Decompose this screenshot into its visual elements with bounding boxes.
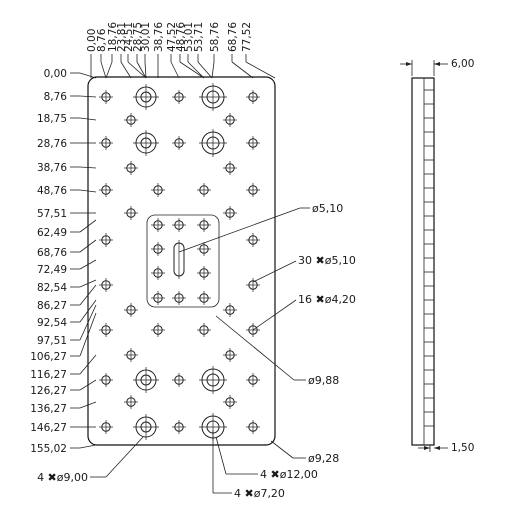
- left-dim-label: 68,76: [37, 247, 67, 259]
- left-dim-label: 92,54: [37, 317, 67, 329]
- top-dim-leader: [100, 61, 107, 79]
- top-dim-label: 53,71: [193, 22, 205, 52]
- callout-16-holes-label: 16 ✖ø4,20: [298, 293, 356, 306]
- top-dim-label: 68,76: [227, 22, 239, 52]
- side-view: 6,00 1,50: [400, 58, 474, 454]
- top-dim-label: 0,00: [86, 29, 98, 52]
- left-dim-label: 155,02: [30, 443, 67, 455]
- hole-pattern: [99, 83, 260, 441]
- top-dim-label: 24,51: [123, 22, 135, 52]
- callout-slot-label: ø5,10: [312, 202, 343, 215]
- side-profile: [411, 77, 435, 446]
- callout-slot: ø5,10: [178, 202, 343, 253]
- left-dim-label: 0,00: [44, 68, 67, 80]
- left-dim-leader: [79, 239, 97, 253]
- left-dim-label: 8,76: [44, 91, 68, 103]
- top-dim-leader: [187, 61, 205, 79]
- top-dim-leader: [170, 61, 180, 79]
- left-dim-label: 116,27: [30, 369, 67, 381]
- top-dim-leader: [245, 61, 276, 79]
- plate-front-view: [87, 76, 276, 446]
- left-dim-label: 82,54: [37, 282, 67, 294]
- top-dim-label: 48,76: [175, 22, 187, 52]
- left-dim-leader: [79, 284, 97, 306]
- left-dim-label: 38,76: [37, 162, 67, 174]
- left-dim-label: 28,76: [37, 138, 67, 150]
- top-dim-label: 8,76: [96, 28, 108, 52]
- callout-16-holes: 16 ✖ø4,20: [252, 293, 356, 331]
- left-dim-leader: [79, 189, 97, 193]
- left-dim-leader: [79, 379, 97, 391]
- left-dim-leader: [79, 354, 97, 375]
- top-dim-leader: [179, 61, 205, 79]
- top-dim-leader: [136, 61, 147, 79]
- left-dim-leader: [79, 304, 97, 341]
- top-dim-leader: [127, 61, 147, 79]
- top-dim-label: 38,76: [153, 22, 165, 52]
- callout-hole-9: 4 ✖ø9,00: [37, 436, 144, 484]
- left-dim-label: 62,49: [37, 227, 67, 239]
- top-dim-label: 18,76: [107, 22, 119, 52]
- left-dim-label: 106,27: [30, 351, 67, 363]
- callout-hole-7: 4 ✖ø7,20: [212, 430, 285, 500]
- top-dim-leader: [120, 61, 132, 79]
- left-dim-leader: [79, 444, 97, 449]
- left-dim-leader: [79, 312, 97, 357]
- callout-30-holes: 30 ✖ø5,10: [252, 254, 356, 283]
- top-dim-label: 23,81: [116, 22, 128, 52]
- left-dim-leader: [79, 259, 97, 270]
- callout-hole-7-label: 4 ✖ø7,20: [234, 487, 285, 500]
- top-dim-label: 28,75: [132, 22, 144, 52]
- left-dim-label: 126,27: [30, 385, 67, 397]
- left-dim-leader: [79, 299, 97, 323]
- callout-corner-radius-label: ø9,28: [308, 452, 339, 465]
- top-dim-label: 53,01: [183, 22, 195, 52]
- callout-hole-12: 4 ✖ø12,00: [215, 436, 318, 481]
- top-dim-label: 58,76: [209, 22, 221, 52]
- left-dim-label: 18,75: [37, 113, 67, 125]
- left-dim-label: 86,27: [37, 300, 67, 312]
- top-dim-leader: [231, 61, 254, 79]
- left-dim-label: 146,27: [30, 422, 67, 434]
- left-dimensions: 0,00 8,76 18,75 28,76 38,76 48,76 57,51 62,49 68…: [30, 68, 97, 455]
- left-dim-leader: [79, 117, 97, 121]
- left-dim-label: 97,51: [37, 335, 67, 347]
- left-dim-label: 57,51: [37, 208, 67, 220]
- left-dim-leader: [79, 279, 97, 288]
- left-dim-leader: [79, 401, 97, 409]
- callout-hole-9-label: 4 ✖ø9,00: [37, 471, 88, 484]
- top-dim-label: 47,52: [166, 22, 178, 52]
- side-offset-label: 1,50: [451, 442, 474, 454]
- left-dim-leader: [79, 166, 97, 169]
- callout-corner-radius: ø9,28: [270, 440, 339, 465]
- top-dim-leader: [144, 61, 147, 79]
- left-dim-label: 48,76: [37, 185, 67, 197]
- top-dim-leader: [105, 61, 113, 79]
- top-dim-leader: [197, 61, 213, 79]
- callout-30-holes-label: 30 ✖ø5,10: [298, 254, 356, 267]
- left-dim-leader: [79, 219, 97, 233]
- raised-pocket: [146, 214, 220, 308]
- left-dim-leader: [79, 95, 97, 98]
- top-dim-label: 30,01: [140, 22, 152, 52]
- left-dim-label: 72,49: [37, 264, 67, 276]
- top-dim-label: 77,52: [241, 22, 253, 52]
- callout-hole-12-label: 4 ✖ø12,00: [260, 468, 318, 481]
- left-dim-leader: [79, 72, 97, 79]
- side-ribs: [424, 89, 434, 427]
- callout-large-hole-label: ø9,88: [308, 374, 339, 387]
- side-thickness-label: 6,00: [451, 58, 474, 70]
- top-dim-leader: [211, 61, 215, 79]
- callout-large-hole: ø9,88: [215, 315, 339, 387]
- left-dim-label: 136,27: [30, 403, 67, 415]
